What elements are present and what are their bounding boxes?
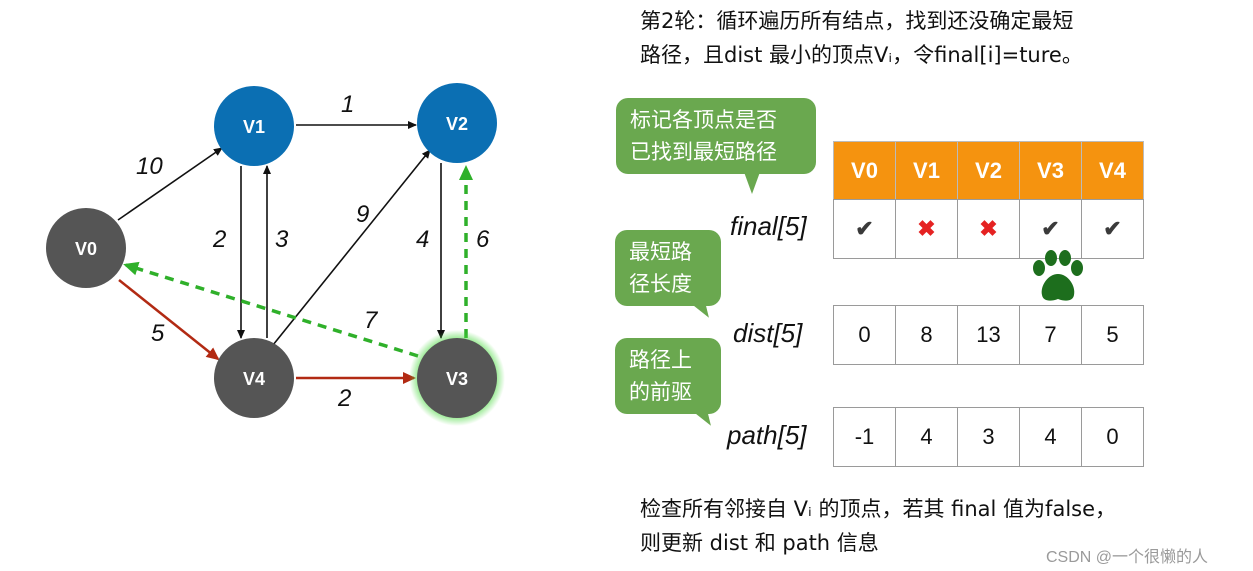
- description-bottom-line2: 则更新 dist 和 path 信息: [640, 531, 879, 555]
- callout-final: 标记各顶点是否 已找到最短路径: [616, 98, 816, 194]
- cross-icon: ✖: [957, 199, 1020, 259]
- description-top-line1: 第2轮：循环遍历所有结点，找到还没确定最短: [640, 9, 1074, 33]
- edge-label-v4-v3: 2: [337, 385, 351, 412]
- dist-cell: 13: [957, 305, 1020, 365]
- edge-v0-v1: [117, 147, 223, 221]
- callout-path-line2: 的前驱: [629, 380, 692, 404]
- header-cell: V2: [957, 141, 1020, 201]
- callout-final-line2: 已找到最短路径: [630, 140, 777, 164]
- row-label-dist: dist[5]: [733, 318, 803, 348]
- edge-v3-v0: [123, 261, 419, 358]
- description-top-line2: 路径，且dist 最小的顶点Vᵢ，令final[i]=ture。: [640, 43, 1083, 67]
- checkmark-icon: ✔: [833, 199, 896, 259]
- watermark: CSDN @一个很懒的人: [1046, 549, 1209, 566]
- edge-v0-v4: [118, 279, 220, 361]
- edge-label-v0-v1: 10: [136, 153, 163, 180]
- edge-label-v3-v0: 7: [364, 307, 379, 334]
- path-cell: 3: [957, 407, 1020, 467]
- path-cell: 4: [895, 407, 958, 467]
- callout-final-line1: 标记各顶点是否: [630, 108, 777, 132]
- callout-dist: 最短路 径长度: [615, 230, 721, 306]
- row-label-path: path[5]: [727, 420, 807, 450]
- dist-cell: 7: [1019, 305, 1082, 365]
- dist-row: 0 8 13 7 5: [833, 305, 1144, 365]
- graph-diagram: 10 1 2 3 9 4 6 5 2 7 V0 V1 V2 V3 V4: [46, 83, 505, 426]
- edge-label-v4-v2: 9: [356, 201, 369, 228]
- row-label-final: final[5]: [730, 211, 807, 241]
- table-header-row: V0 V1 V2 V3 V4: [833, 141, 1144, 201]
- checkmark-icon: ✔: [1081, 199, 1144, 259]
- node-v4: V4: [214, 338, 294, 418]
- header-cell: V1: [895, 141, 958, 201]
- path-cell: 4: [1019, 407, 1082, 467]
- node-v1: V1: [214, 86, 294, 166]
- path-cell: 0: [1081, 407, 1144, 467]
- cross-icon: ✖: [895, 199, 958, 259]
- dist-cell: 8: [895, 305, 958, 365]
- svg-text:V4: V4: [243, 369, 265, 389]
- description-top: 第2轮：循环遍历所有结点，找到还没确定最短 路径，且dist 最小的顶点Vᵢ，令…: [640, 4, 1200, 72]
- final-row: ✔ ✖ ✖ ✔ ✔: [833, 199, 1144, 259]
- checkmark-icon: ✔: [1019, 199, 1082, 259]
- description-bottom-line1: 检查所有邻接自 Vᵢ 的顶点，若其 final 值为false，: [640, 497, 1117, 521]
- node-v0: V0: [46, 208, 126, 288]
- paw-print-icon: [1033, 250, 1083, 301]
- svg-text:V1: V1: [243, 117, 265, 137]
- callout-path-line1: 路径上: [629, 348, 692, 372]
- callout-path: 路径上 的前驱: [615, 338, 721, 414]
- callout-dist-line2: 径长度: [629, 272, 692, 296]
- dist-cell: 5: [1081, 305, 1144, 365]
- callout-dist-line1: 最短路: [629, 240, 692, 264]
- edge-v4-v2: [272, 149, 431, 346]
- edge-label-v4-v1: 3: [275, 226, 289, 253]
- header-cell: V4: [1081, 141, 1144, 201]
- description-bottom: 检查所有邻接自 Vᵢ 的顶点，若其 final 值为false， 则更新 dis…: [640, 492, 1200, 560]
- dist-cell: 0: [833, 305, 896, 365]
- edge-label-v1-v2: 1: [341, 91, 354, 118]
- svg-text:V0: V0: [75, 239, 97, 259]
- header-cell: V0: [833, 141, 896, 201]
- edge-label-v2-v3: 4: [416, 226, 429, 253]
- node-v2: V2: [417, 83, 497, 163]
- svg-text:V2: V2: [446, 114, 468, 134]
- header-cell: V3: [1019, 141, 1082, 201]
- path-cell: -1: [833, 407, 896, 467]
- edge-label-v1-v4: 2: [212, 226, 226, 253]
- edge-label-v3-v2: 6: [476, 226, 490, 253]
- path-row: -1 4 3 4 0: [833, 407, 1144, 467]
- edge-label-v0-v4: 5: [151, 320, 165, 347]
- svg-text:V3: V3: [446, 369, 468, 389]
- node-v3: V3: [409, 330, 505, 426]
